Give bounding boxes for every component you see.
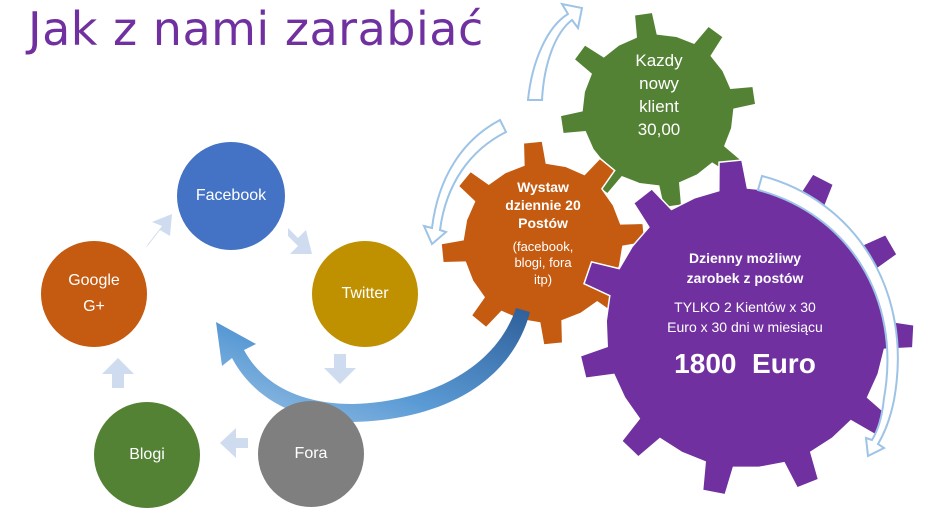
cycle-arrows: [102, 214, 356, 458]
green-gear: [559, 11, 757, 209]
cycle-node-blogi: Blogi: [94, 402, 200, 508]
arrow-fora-to-blogi: [220, 428, 248, 458]
arrow-twitter-to-fora: [324, 354, 356, 384]
gear-rotation-arrows: [422, 2, 899, 458]
green-gear-text: Kazdy nowy klient 30,00: [635, 51, 683, 139]
orange-gear-text: Wystaw dziennie 20 Postów (facebook, blo…: [505, 179, 581, 288]
cycle-node-fora: Fora: [258, 401, 364, 507]
cycle-node-twitter: Twitter: [312, 241, 418, 347]
cycle-node-google: Google G+: [41, 241, 147, 347]
purple-gear-text: Dzienny możliwy zarobek z postów TYLKO 2…: [640, 248, 850, 390]
arrow-blogi-to-google: [102, 358, 134, 388]
arrow-google-to-facebook: [146, 214, 172, 248]
arrow-right-curved: [756, 174, 899, 458]
arrow-left-curved: [422, 118, 508, 246]
big-curved-arrow: [216, 308, 530, 422]
arrow-top-curved: [526, 2, 584, 101]
cycle-node-facebook: Facebook: [177, 142, 285, 250]
arrow-facebook-to-twitter: [288, 228, 312, 254]
page-title: Jak z nami zarabiać: [28, 2, 484, 56]
earnings-amount: 1800 Euro: [674, 348, 816, 380]
